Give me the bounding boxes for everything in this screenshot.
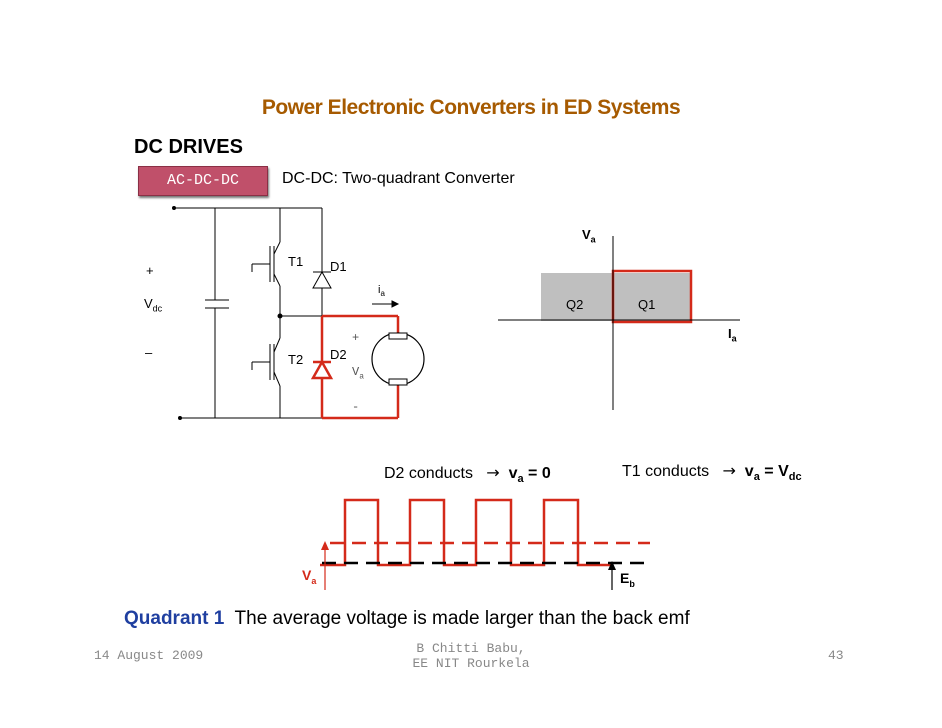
t1-transistor bbox=[251, 241, 281, 287]
ia-label: ia bbox=[378, 284, 385, 299]
slide-title: Power Electronic Converters in ED System… bbox=[261, 96, 681, 119]
va-arrow bbox=[321, 541, 329, 590]
quadrant-label: Quadrant 1 bbox=[124, 608, 225, 629]
motor-va-label: Va bbox=[352, 365, 365, 382]
eb-arrow bbox=[608, 561, 616, 590]
d2-conducts-statement: D2 conducts → va = 0 bbox=[384, 463, 551, 486]
t2-transistor bbox=[251, 337, 281, 387]
section-heading: DC DRIVES bbox=[134, 136, 243, 158]
t1-label: T1 bbox=[288, 254, 304, 269]
pulse-waveform bbox=[320, 498, 612, 567]
caption-text: The average voltage is made larger than … bbox=[224, 608, 690, 629]
vdc-plus-label: + bbox=[146, 263, 154, 278]
t2-label: T2 bbox=[288, 352, 304, 367]
plot-va-label: Va bbox=[582, 227, 596, 245]
converter-subtitle: DC-DC: Two-quadrant Converter bbox=[282, 170, 515, 187]
t1-conducts-statement: T1 conducts → va = Vdc bbox=[622, 461, 802, 484]
q2-label: Q2 bbox=[566, 297, 584, 312]
waveform-va-label: Va bbox=[302, 567, 317, 586]
current-arrow bbox=[372, 300, 400, 308]
quadrant-plot bbox=[498, 236, 740, 410]
d1-diode bbox=[312, 270, 332, 316]
waveform-eb-label: Eb bbox=[620, 570, 635, 589]
d2-label: D2 bbox=[330, 347, 347, 362]
motor-minus-label: - bbox=[352, 400, 360, 414]
q1-region bbox=[613, 273, 691, 321]
quadrant-caption: Quadrant 1 The average voltage is made l… bbox=[124, 608, 690, 630]
d1-label: D1 bbox=[330, 259, 347, 274]
d2-freewheel-loop bbox=[310, 314, 400, 420]
ac-dc-dc-tag: AC-DC-DC bbox=[138, 166, 268, 196]
footer-author: B Chitti Babu,EE NIT Rourkela bbox=[412, 641, 530, 671]
vdc-minus-label: – bbox=[145, 345, 153, 360]
dc-motor bbox=[371, 332, 425, 386]
plot-ia-label: Ia bbox=[728, 326, 737, 344]
page-number: 43 bbox=[828, 648, 844, 663]
q1-label: Q1 bbox=[638, 297, 656, 312]
q2-region bbox=[541, 273, 613, 321]
footer-date: 14 August 2009 bbox=[94, 648, 204, 663]
vdc-label: Vdc bbox=[144, 296, 163, 314]
motor-plus-label: + bbox=[352, 331, 360, 345]
circuit-diagram bbox=[172, 206, 332, 420]
